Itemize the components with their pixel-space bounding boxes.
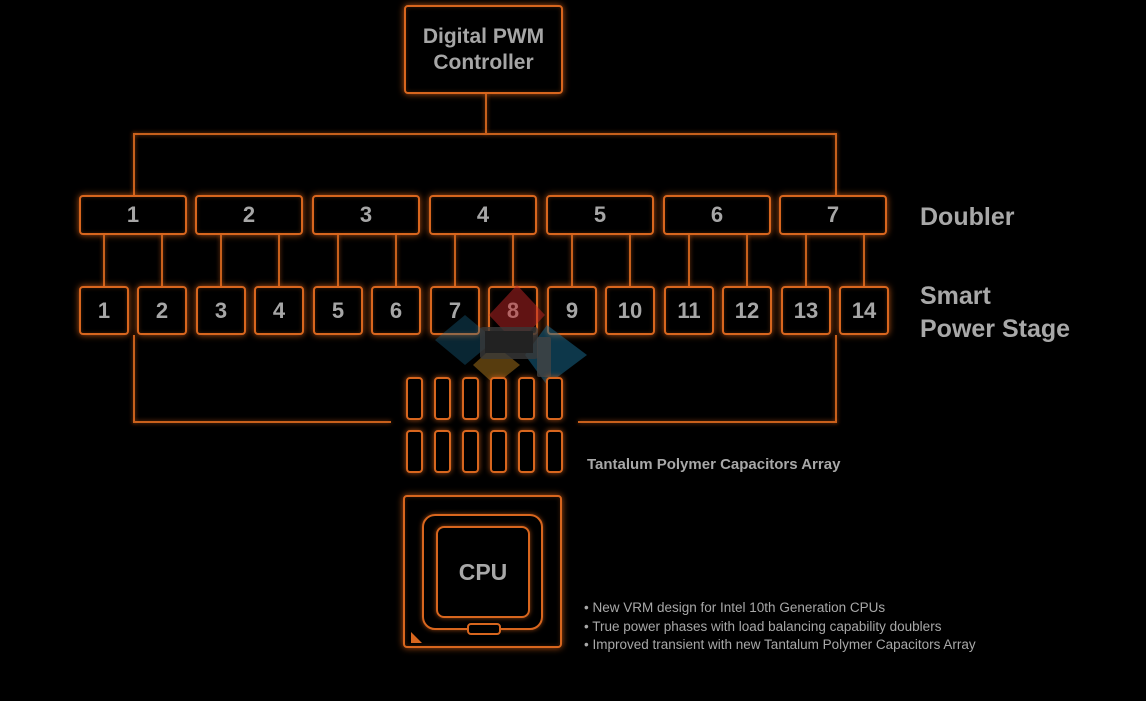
capacitor — [518, 377, 535, 420]
capacitor — [490, 430, 507, 473]
doubler-3: 3 — [312, 195, 420, 235]
cpu-package: CPU — [403, 495, 562, 648]
top-bus-right-drop — [835, 133, 837, 196]
smart-power-stage-3: 3 — [196, 286, 246, 335]
doubler-4: 4 — [429, 195, 537, 235]
top-bus-left-drop — [133, 133, 135, 196]
bottom-bus-right-rise — [835, 335, 837, 423]
bottom-bus-right — [578, 421, 837, 423]
bottom-bus-left — [133, 421, 391, 423]
smart-power-stage-4: 4 — [254, 286, 304, 335]
connector-stage-4 — [278, 235, 280, 286]
smart-power-stage-10: 10 — [605, 286, 655, 335]
feature-item: • True power phases with load balancing … — [584, 618, 942, 634]
doubler-5: 5 — [546, 195, 654, 235]
connector-stage-7 — [454, 235, 456, 286]
connector-stage-12 — [746, 235, 748, 286]
doubler-2: 2 — [195, 195, 303, 235]
connector-stage-3 — [220, 235, 222, 286]
capacitors-label: Tantalum Polymer Capacitors Array — [587, 456, 841, 473]
connector-stage-13 — [805, 235, 807, 286]
cpu-notch — [467, 623, 501, 635]
cpu-ihs-inner: CPU — [436, 526, 530, 618]
smart-power-stage-5: 5 — [313, 286, 363, 335]
controller-line1: Digital PWM — [422, 24, 545, 48]
smart-power-stage-14: 14 — [839, 286, 889, 335]
smart-label-line1: Smart — [920, 282, 991, 310]
capacitor — [462, 377, 479, 420]
controller-line2: Controller — [433, 50, 534, 74]
smart-power-stage-label: Smart Power Stage — [920, 280, 1070, 346]
smart-power-stage-1: 1 — [79, 286, 129, 335]
smart-power-stage-6: 6 — [371, 286, 421, 335]
connector-stage-8 — [512, 235, 514, 286]
feature-item: • Improved transient with new Tantalum P… — [584, 637, 976, 652]
smart-power-stage-9: 9 — [547, 286, 597, 335]
connector-stage-10 — [629, 235, 631, 286]
capacitor — [546, 377, 563, 420]
feature-item: • New VRM design for Intel 10th Generati… — [584, 600, 886, 615]
connector-stage-6 — [395, 235, 397, 286]
cpu-label: CPU — [458, 558, 508, 585]
smart-power-stage-12: 12 — [722, 286, 772, 335]
capacitor — [490, 377, 507, 420]
pin1-triangle-icon — [411, 632, 422, 643]
watermark-logo — [435, 285, 587, 385]
capacitor — [434, 430, 451, 473]
smart-power-stage-7: 7 — [430, 286, 480, 335]
smart-power-stage-2: 2 — [137, 286, 187, 335]
top-bus — [133, 133, 837, 135]
doubler-1: 1 — [79, 195, 187, 235]
capacitor — [462, 430, 479, 473]
capacitor — [546, 430, 563, 473]
capacitor — [434, 377, 451, 420]
connector-stage-5 — [337, 235, 339, 286]
connector-stage-2 — [161, 235, 163, 286]
controller-connector — [485, 94, 487, 134]
smart-power-stage-11: 11 — [664, 286, 714, 335]
capacitor — [518, 430, 535, 473]
connector-stage-9 — [571, 235, 573, 286]
digital-pwm-controller: Digital PWM Controller — [404, 5, 563, 94]
smart-power-stage-13: 13 — [781, 286, 831, 335]
doubler-label: Doubler — [920, 203, 1015, 231]
connector-stage-14 — [863, 235, 865, 286]
connector-stage-11 — [688, 235, 690, 286]
capacitor — [406, 377, 423, 420]
smart-label-line2: Power Stage — [920, 315, 1071, 343]
bottom-bus-left-rise — [133, 335, 135, 423]
doubler-7: 7 — [779, 195, 887, 235]
feature-list: • New VRM design for Intel 10th Generati… — [584, 599, 976, 655]
connector-stage-1 — [103, 235, 105, 286]
doubler-6: 6 — [663, 195, 771, 235]
capacitor — [406, 430, 423, 473]
